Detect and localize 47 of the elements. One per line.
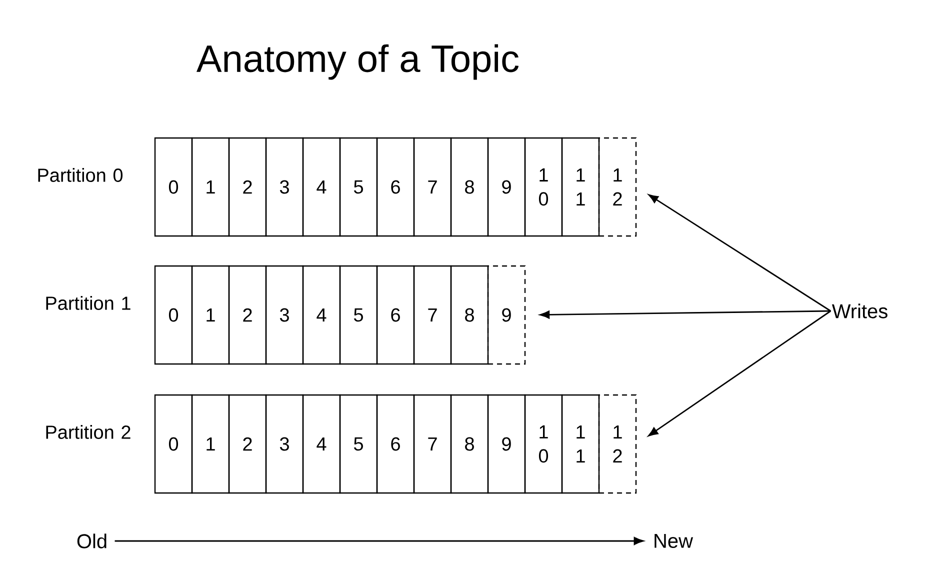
log-cell: 1 0 bbox=[524, 137, 563, 237]
log-cell: 2 bbox=[228, 265, 267, 365]
log-cell: 3 bbox=[265, 394, 304, 494]
log-cell: 6 bbox=[376, 265, 415, 365]
pending-cell: 1 2 bbox=[598, 137, 637, 237]
log-cell: 4 bbox=[302, 265, 341, 365]
log-cell: 8 bbox=[450, 265, 489, 365]
log-cell: 5 bbox=[339, 265, 378, 365]
log-cell: 0 bbox=[154, 137, 193, 237]
log-cell: 5 bbox=[339, 394, 378, 494]
log-cell: 4 bbox=[302, 137, 341, 237]
timeline-label: Old bbox=[77, 534, 106, 548]
partition-label: Partition 1 bbox=[46, 296, 130, 310]
log-cell: 7 bbox=[413, 137, 452, 237]
log-cell: 6 bbox=[376, 394, 415, 494]
log-cell: 1 bbox=[191, 265, 230, 365]
partition-label: Partition 0 bbox=[38, 168, 123, 182]
log-cell: 8 bbox=[450, 394, 489, 494]
log-cell: 3 bbox=[265, 265, 304, 365]
log-cell: 8 bbox=[450, 137, 489, 237]
pending-cell: 9 bbox=[487, 265, 526, 365]
log-cell: 1 1 bbox=[561, 137, 600, 237]
timeline-label: New bbox=[654, 534, 694, 548]
log-cell: 1 1 bbox=[561, 394, 600, 494]
writes-label: Writes bbox=[832, 304, 888, 318]
log-cell: 3 bbox=[265, 137, 304, 237]
arrow bbox=[114, 537, 644, 545]
log-cell: 4 bbox=[302, 394, 341, 494]
arrow bbox=[540, 310, 831, 319]
log-cell: 9 bbox=[487, 394, 526, 494]
log-cell: 5 bbox=[339, 137, 378, 237]
log-cell: 1 bbox=[191, 137, 230, 237]
log-cell: 6 bbox=[376, 137, 415, 237]
log-cell: 1 bbox=[191, 394, 230, 494]
partition-label: Partition 2 bbox=[46, 425, 130, 439]
log-cell: 7 bbox=[413, 265, 452, 365]
title: Anatomy of a Topic bbox=[196, 44, 519, 80]
log-cell: 7 bbox=[413, 394, 452, 494]
arrow bbox=[648, 194, 832, 312]
arrow bbox=[648, 310, 832, 436]
log-cell: 2 bbox=[228, 137, 267, 237]
pending-cell: 1 2 bbox=[598, 394, 637, 494]
log-cell: 1 0 bbox=[524, 394, 563, 494]
log-cell: 0 bbox=[154, 265, 193, 365]
log-cell: 9 bbox=[487, 137, 526, 237]
log-cell: 0 bbox=[154, 394, 193, 494]
log-cell: 2 bbox=[228, 394, 267, 494]
